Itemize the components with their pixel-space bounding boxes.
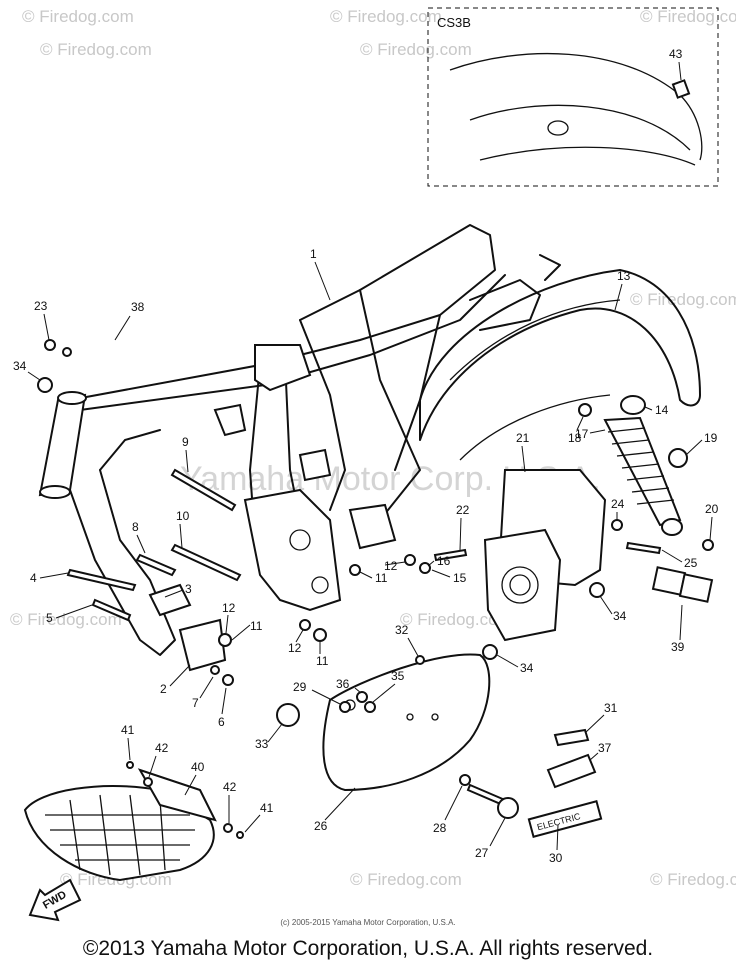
callout-37: 37	[598, 741, 612, 755]
callout-36: 36	[336, 677, 350, 691]
inset-label: CS3B	[437, 15, 471, 30]
callout-11a: 11	[250, 619, 263, 633]
callout-43: 43	[669, 47, 683, 61]
watermark-10: © Firedog.com	[350, 870, 462, 889]
callout-13: 13	[617, 269, 631, 283]
callout-24: 24	[611, 497, 625, 511]
callout-2: 2	[160, 682, 167, 696]
callout-34a: 34	[13, 359, 27, 373]
callout-9: 9	[182, 435, 189, 449]
battery-box	[483, 469, 607, 642]
callout-5: 5	[46, 611, 53, 625]
rear-fender	[419, 269, 701, 461]
inset-nut	[671, 79, 691, 99]
callout-18: 18	[568, 431, 582, 445]
inset-fender-inner	[469, 104, 691, 151]
engine-mount	[243, 488, 342, 612]
main-frame	[38, 224, 561, 656]
inset-fender-lower	[479, 146, 696, 166]
callout-21: 21	[516, 431, 530, 445]
watermark-1: © Firedog.com	[22, 7, 134, 26]
callout-39: 39	[671, 640, 685, 654]
callout-11b: 11	[316, 654, 329, 668]
watermark-8: © Firedog.com	[400, 610, 512, 629]
callout-12c: 12	[384, 559, 398, 573]
callout-28: 28	[433, 821, 447, 835]
callout-12a: 12	[222, 601, 236, 615]
callout-22: 22	[456, 503, 470, 517]
head-tube	[38, 393, 87, 497]
watermark-11: © Firedog.com	[650, 870, 736, 889]
callout-16: 16	[437, 554, 451, 568]
callout-41b: 41	[260, 801, 274, 815]
callout-25: 25	[684, 556, 698, 570]
callout-8: 8	[132, 520, 139, 534]
callouts: 1 2 3 4 5 6 7 8 9 10 11 11 11 12 12 12 1…	[13, 247, 719, 865]
callout-34c: 34	[520, 661, 534, 675]
watermark-6: © Firedog.com	[630, 290, 736, 309]
callout-41a: 41	[121, 723, 135, 737]
copyright-notice: ©2013 Yamaha Motor Corporation, U.S.A. A…	[82, 937, 654, 960]
callout-11c: 11	[375, 571, 388, 585]
inset-cs3b: CS3B 43	[427, 7, 719, 187]
side-cover	[322, 653, 491, 792]
callout-33: 33	[255, 737, 269, 751]
watermark-3: © Firedog.com	[640, 7, 736, 26]
decals: ELECTRIC	[527, 566, 714, 838]
fwd-arrow: FWD	[28, 878, 82, 922]
watermark-2: © Firedog.com	[330, 7, 442, 26]
callout-30: 30	[549, 851, 563, 865]
footrest-plate	[23, 768, 217, 882]
watermark-5: © Firedog.com	[360, 40, 472, 59]
callout-4: 4	[30, 571, 37, 585]
callout-23: 23	[34, 299, 48, 313]
callout-14: 14	[655, 403, 669, 417]
watermark-4: © Firedog.com	[40, 40, 152, 59]
hardware	[37, 339, 714, 839]
small-credit: (c) 2005-2015 Yamaha Motor Corporation, …	[280, 918, 456, 927]
callout-42a: 42	[155, 741, 169, 755]
callout-29: 29	[293, 680, 307, 694]
callout-31: 31	[604, 701, 618, 715]
callout-20: 20	[705, 502, 719, 516]
callout-38: 38	[131, 300, 145, 314]
callout-32: 32	[395, 623, 409, 637]
callout-1: 1	[310, 247, 317, 261]
rear-shock	[603, 395, 683, 536]
callout-34b: 34	[613, 609, 627, 623]
callout-3: 3	[185, 582, 192, 596]
callout-42b: 42	[223, 780, 237, 794]
callout-35: 35	[391, 669, 405, 683]
watermark-7: © Firedog.com	[10, 610, 122, 629]
inset-hole	[547, 120, 569, 136]
callout-27: 27	[475, 846, 489, 860]
callout-26: 26	[314, 819, 328, 833]
callout-10: 10	[176, 509, 190, 523]
callout-40: 40	[191, 760, 205, 774]
callout-7: 7	[192, 696, 199, 710]
callout-17: 17	[575, 427, 589, 441]
inset-fender-outer	[449, 52, 703, 161]
callout-19: 19	[704, 431, 718, 445]
callout-15: 15	[453, 571, 467, 585]
callout-12b: 12	[288, 641, 302, 655]
inset-border	[427, 7, 719, 187]
callout-6: 6	[218, 715, 225, 729]
